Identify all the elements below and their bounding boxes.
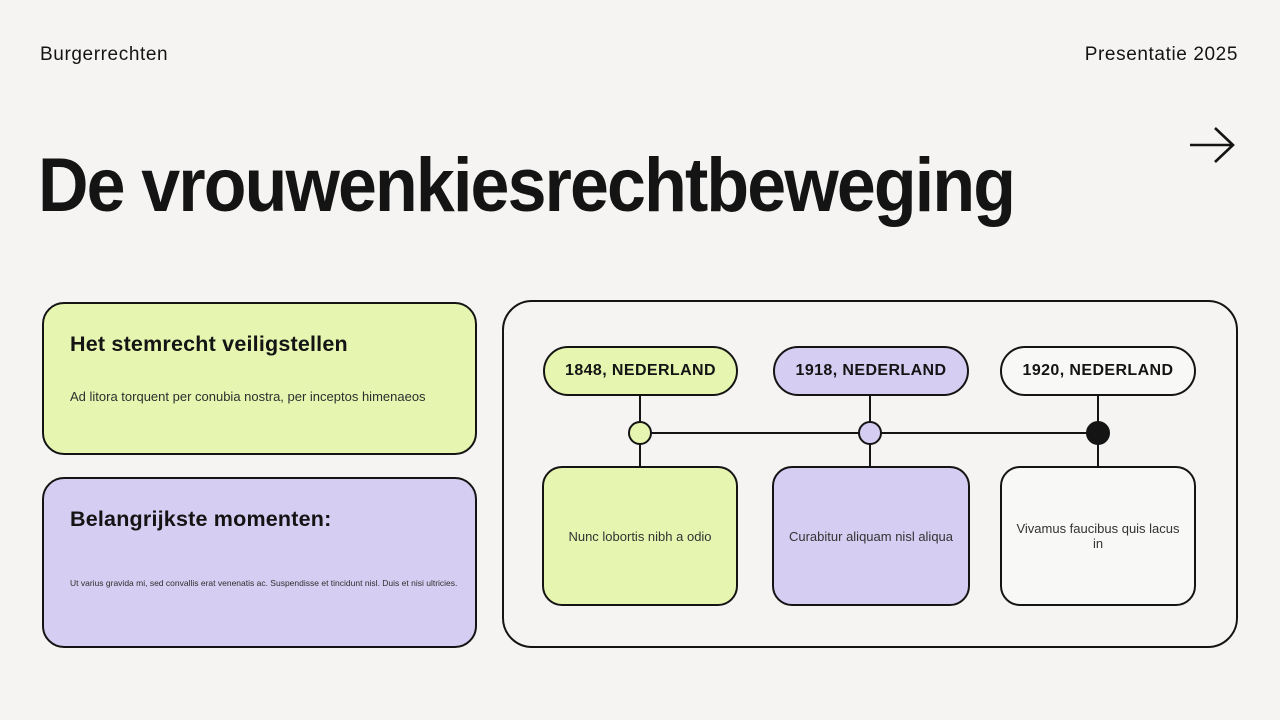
milestone-pill-1918: 1918, NEDERLAND <box>773 346 969 396</box>
page-title: De vrouwenkiesrechtbeweging <box>38 143 1016 228</box>
milestone-box-1918: Curabitur aliquam nisl aliqua <box>772 466 970 606</box>
milestone-box-1848: Nunc lobortis nibh a odio <box>542 466 738 606</box>
timeline-panel <box>502 300 1238 648</box>
milestone-pill-1920: 1920, NEDERLAND <box>1000 346 1196 396</box>
arrow-right-icon[interactable] <box>1188 124 1238 166</box>
milestone-description: Nunc lobortis nibh a odio <box>568 528 712 544</box>
card-body: Ut varius gravida mi, sed convallis erat… <box>70 578 458 588</box>
timeline-node-1918 <box>858 421 882 445</box>
milestone-description: Vivamus faucibus quis lacus in <box>1016 521 1180 551</box>
milestone-box-1920: Vivamus faucibus quis lacus in <box>1000 466 1196 606</box>
card-body: Ad litora torquent per conubia nostra, p… <box>70 389 426 404</box>
milestone-description: Curabitur aliquam nisl aliqua <box>788 528 954 544</box>
card-title: Belangrijkste momenten: <box>70 507 332 531</box>
header-topic-label: Burgerrechten <box>40 44 169 65</box>
milestone-label: 1920, NEDERLAND <box>1022 362 1174 379</box>
timeline-node-1848 <box>628 421 652 445</box>
card-momenten: Belangrijkste momenten: Ut varius gravid… <box>42 477 477 648</box>
header-date-label: Presentatie 2025 <box>1084 44 1238 65</box>
timeline-node-1920 <box>1086 421 1110 445</box>
card-title: Het stemrecht veiligstellen <box>70 332 348 356</box>
card-stemrecht: Het stemrecht veiligstellen Ad litora to… <box>42 302 477 455</box>
milestone-label: 1918, NEDERLAND <box>795 362 947 379</box>
milestone-label: 1848, NEDERLAND <box>565 362 716 379</box>
milestone-pill-1848: 1848, NEDERLAND <box>543 346 738 396</box>
